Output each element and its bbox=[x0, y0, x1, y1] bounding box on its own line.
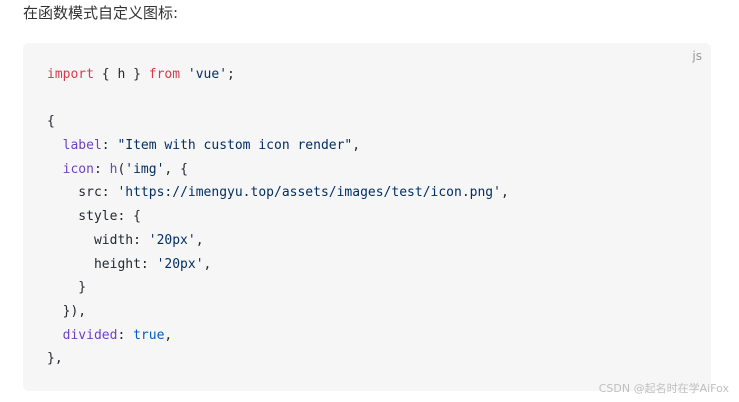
code-token: '20px' bbox=[156, 256, 204, 272]
code-block: js import { h } from 'vue'; { label: "Ite… bbox=[23, 43, 711, 391]
code-token: { h } bbox=[93, 67, 149, 82]
code-token: from bbox=[148, 67, 181, 82]
code-token: ( bbox=[117, 161, 126, 177]
code-token: : bbox=[101, 138, 118, 154]
code-token bbox=[180, 67, 188, 82]
code-token: , bbox=[352, 138, 361, 154]
code-token bbox=[47, 138, 63, 153]
code-token: , { bbox=[164, 161, 188, 177]
section-heading: 在函数模式自定义图标: bbox=[23, 4, 179, 22]
code-token bbox=[47, 328, 63, 343]
code-line: style: { bbox=[47, 205, 509, 229]
code-line: src: 'https://imengyu.top/assets/images/… bbox=[47, 181, 509, 205]
code-line: import { h } from 'vue'; bbox=[47, 63, 509, 87]
code-token: icon bbox=[62, 161, 94, 177]
code-line: }, bbox=[47, 347, 509, 371]
code-token: ; bbox=[227, 67, 235, 82]
code-token: , bbox=[195, 232, 204, 248]
code-line: height: '20px', bbox=[47, 253, 509, 277]
code-language-label: js bbox=[692, 49, 702, 63]
code-line bbox=[47, 87, 509, 111]
code-token: 'https://imengyu.top/assets/images/test/… bbox=[117, 185, 501, 201]
code-line: width: '20px', bbox=[47, 229, 509, 253]
code-token: h bbox=[109, 161, 118, 177]
code-line: } bbox=[47, 276, 509, 300]
code-token bbox=[47, 162, 63, 177]
code-line: icon: h('img', { bbox=[47, 158, 509, 182]
code-token: true bbox=[133, 327, 165, 343]
code-token: width: bbox=[47, 232, 149, 248]
code-token: 'vue' bbox=[187, 67, 228, 82]
code-token: }), bbox=[47, 303, 87, 319]
code-token: src: bbox=[47, 185, 118, 201]
code-token: '20px' bbox=[148, 232, 196, 248]
code-token: divided bbox=[62, 327, 118, 343]
code-token: label bbox=[62, 138, 102, 154]
code-token: import bbox=[47, 67, 94, 82]
code-token: height: bbox=[47, 256, 157, 272]
code-line: divided: true, bbox=[47, 324, 509, 348]
code-token: }, bbox=[47, 351, 63, 367]
code-line: label: "Item with custom icon render", bbox=[47, 134, 509, 158]
watermark-text: CSDN @起名时在学AiFox bbox=[598, 382, 729, 395]
code-token: style: { bbox=[47, 209, 141, 225]
code-token: , bbox=[500, 185, 509, 201]
code-token: , bbox=[164, 327, 173, 343]
code-token: { bbox=[47, 114, 55, 130]
code-token: 'img' bbox=[125, 161, 165, 177]
code-content: import { h } from 'vue'; { label: "Item w… bbox=[47, 63, 509, 371]
code-line: { bbox=[47, 110, 509, 134]
code-token: , bbox=[203, 256, 212, 272]
code-token: : bbox=[93, 161, 110, 177]
code-token: } bbox=[47, 280, 87, 296]
code-token: "Item with custom icon render" bbox=[117, 138, 353, 154]
code-token: : bbox=[117, 327, 134, 343]
code-line: }), bbox=[47, 300, 509, 324]
